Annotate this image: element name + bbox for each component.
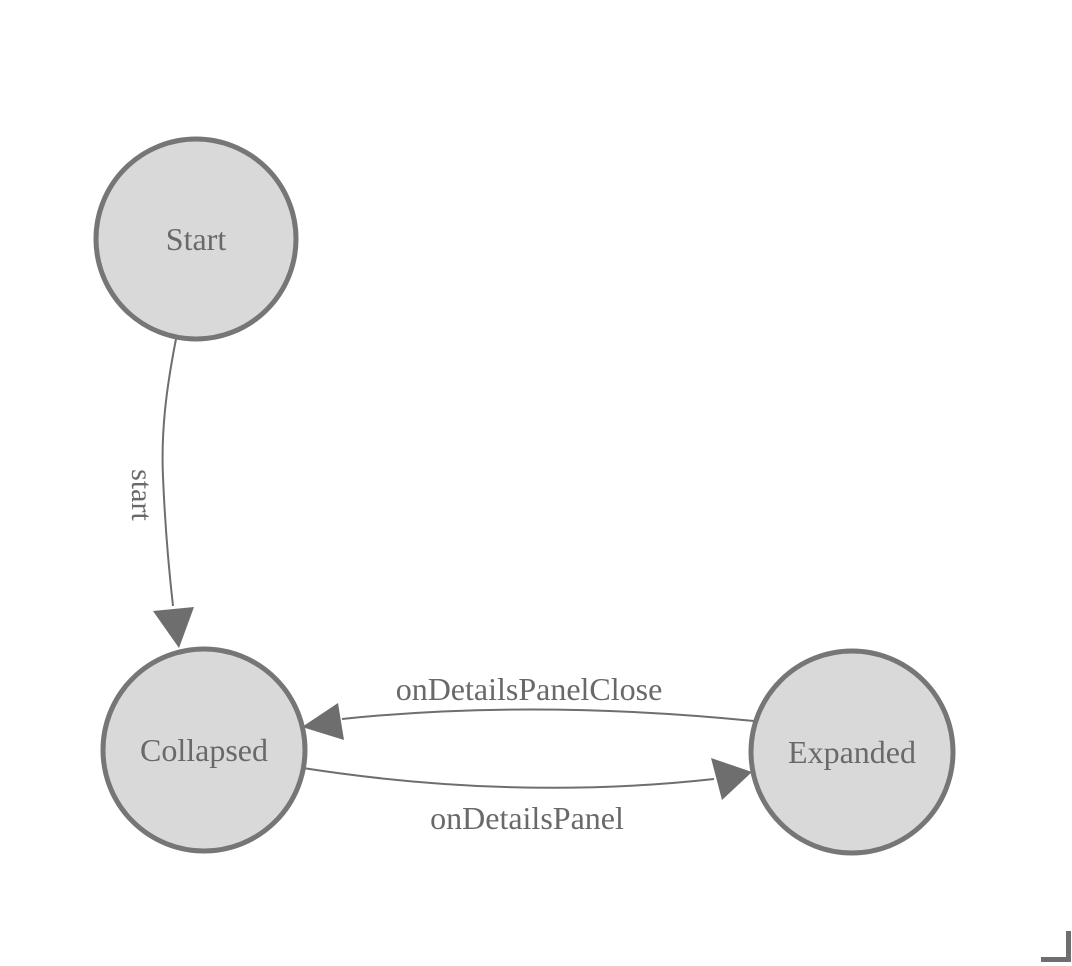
resize-corner-icon[interactable] xyxy=(1041,931,1071,962)
arrowhead-icon xyxy=(153,607,194,648)
state-circle[interactable] xyxy=(748,648,956,856)
state-label: Start xyxy=(166,221,227,257)
node-collapsed[interactable]: Collapsed xyxy=(100,646,308,854)
edge-path xyxy=(161,338,177,607)
edge-start-to-collapsed: start xyxy=(125,338,194,648)
edge-expanded-to-collapsed: onDetailsPanelClose xyxy=(302,671,755,740)
edge-path xyxy=(341,708,755,722)
state-circle[interactable] xyxy=(93,136,299,342)
state-label: Collapsed xyxy=(140,732,268,768)
edge-label-start: start xyxy=(125,469,158,521)
state-label: Expanded xyxy=(788,734,916,770)
arrowhead-icon xyxy=(302,703,344,740)
arrowhead-icon xyxy=(711,758,752,800)
node-start[interactable]: Start xyxy=(93,136,299,342)
edge-path xyxy=(302,767,715,789)
edge-label-ondetailspanel: onDetailsPanel xyxy=(430,800,624,836)
state-circle[interactable] xyxy=(100,646,308,854)
edge-collapsed-to-expanded: onDetailsPanel xyxy=(302,758,752,836)
node-expanded[interactable]: Expanded xyxy=(748,648,956,856)
edge-label-ondetailspanelclose: onDetailsPanelClose xyxy=(396,671,663,707)
